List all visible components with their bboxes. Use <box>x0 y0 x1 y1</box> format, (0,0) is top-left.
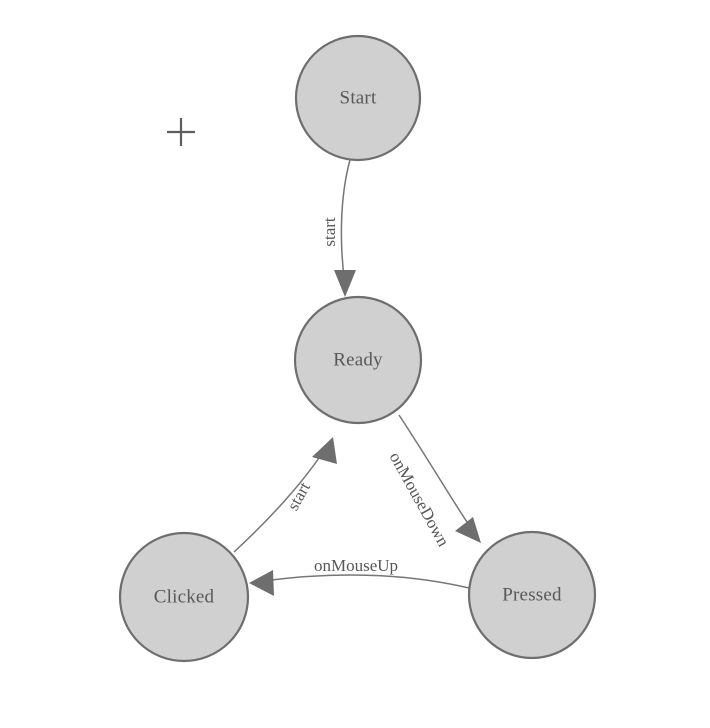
edge-label-pressed-to-clicked: onMouseUp <box>314 556 398 575</box>
edge-clicked-to-ready-path <box>233 448 326 553</box>
edge-pressed-to-clicked-arrowhead <box>249 570 274 596</box>
node-ready-circle[interactable] <box>293 295 423 425</box>
edge-start-to-ready[interactable]: start <box>320 159 356 297</box>
node-pressed-circle[interactable] <box>467 530 597 660</box>
node-pressed-label: Pressed <box>502 584 562 605</box>
edge-clicked-to-ready-arrowhead <box>312 437 337 464</box>
node-ready-label: Ready <box>333 349 383 370</box>
edge-label-start-to-ready: start <box>320 217 339 247</box>
node-start-label: Start <box>340 87 377 108</box>
node-clicked-circle[interactable] <box>118 531 250 663</box>
edge-ready-to-pressed-path <box>398 414 474 532</box>
node-clicked[interactable]: Clicked <box>118 531 250 663</box>
edge-label-clicked-to-ready: start <box>283 479 314 514</box>
edge-pressed-to-clicked-path <box>262 574 470 589</box>
edge-start-to-ready-arrowhead <box>334 270 356 297</box>
node-start-circle[interactable] <box>294 34 422 162</box>
edge-start-to-ready-path <box>340 159 351 285</box>
edge-clicked-to-ready[interactable]: start <box>233 437 337 553</box>
node-ready[interactable]: Ready <box>293 295 423 425</box>
plus-marker <box>167 118 195 146</box>
node-start[interactable]: Start <box>294 34 422 162</box>
edge-ready-to-pressed[interactable]: onMouseDown <box>386 414 481 550</box>
edge-pressed-to-clicked[interactable]: onMouseUp <box>249 556 470 596</box>
node-clicked-label: Clicked <box>154 586 215 607</box>
edge-ready-to-pressed-arrowhead <box>455 517 481 543</box>
edge-label-ready-to-pressed: onMouseDown <box>386 449 454 550</box>
node-pressed[interactable]: Pressed <box>467 530 597 660</box>
